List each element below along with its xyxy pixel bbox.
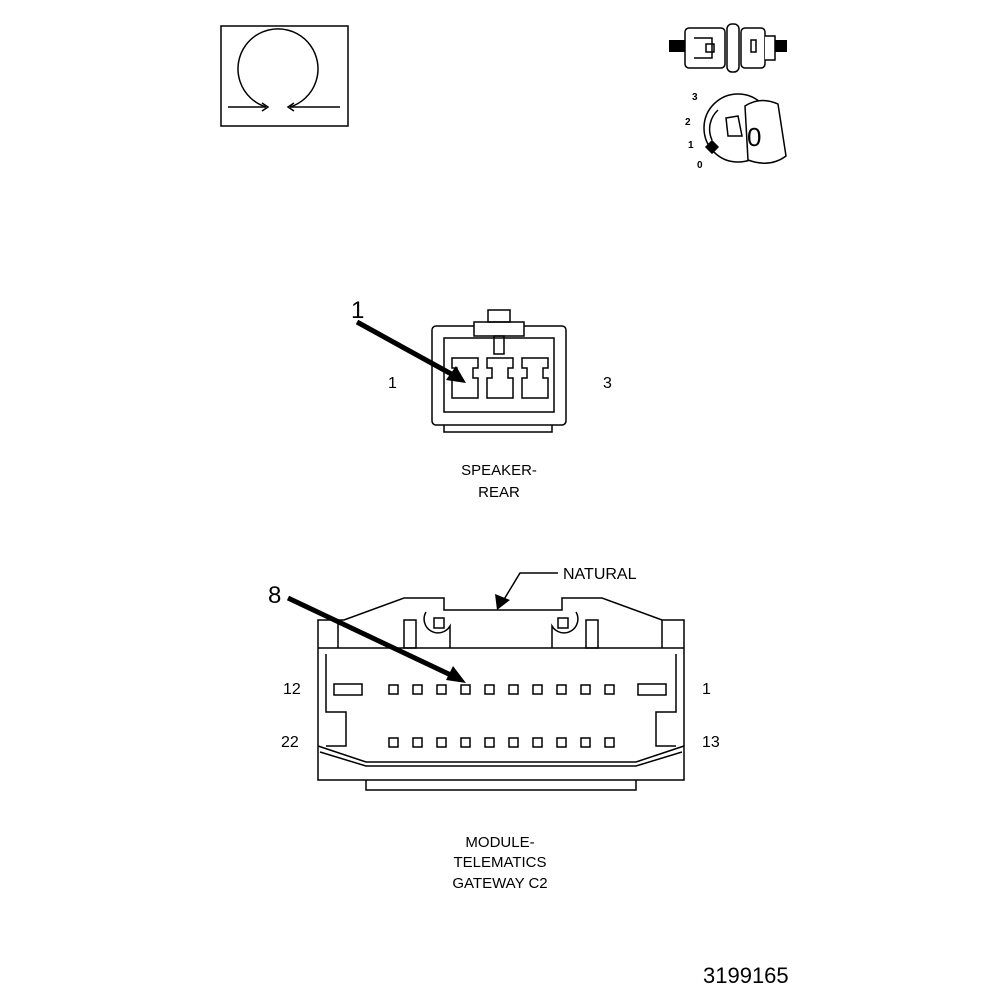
pin-13-label: 13 bbox=[702, 734, 720, 751]
speaker-cavities bbox=[451, 357, 549, 399]
telematics-connector: NATURAL 8 bbox=[268, 566, 720, 892]
ignition-pos-2: 2 bbox=[685, 117, 691, 128]
bottom-row-cavities bbox=[388, 737, 615, 748]
pin-1-label: 1 bbox=[702, 681, 711, 698]
speaker-rear-connector: 1 1 3 SPEAKER- REAR bbox=[351, 297, 612, 501]
pin-12-label: 12 bbox=[283, 681, 301, 698]
telematics-name-line2: TELEMATICS bbox=[453, 854, 546, 871]
speaker-pin-1-label: 1 bbox=[388, 375, 397, 392]
speaker-name-line1: SPEAKER- bbox=[461, 462, 537, 479]
omega-icon bbox=[220, 25, 349, 127]
top-row-cavities bbox=[333, 683, 667, 696]
ignition-pos-0: 0 bbox=[697, 160, 703, 171]
ignition-pos-3: 3 bbox=[692, 92, 698, 103]
ignition-key-icon: 3 2 1 0 0 bbox=[685, 92, 787, 171]
speaker-name-line2: REAR bbox=[478, 484, 520, 501]
ignition-key-label: 0 bbox=[747, 122, 761, 152]
pin-22-label: 22 bbox=[281, 734, 299, 751]
ignition-pos-1: 1 bbox=[688, 140, 694, 151]
telematics-name-line1: MODULE- bbox=[465, 834, 534, 851]
speaker-callout: 1 bbox=[351, 297, 364, 324]
connector-icon bbox=[669, 23, 787, 73]
figure-id: 3199165 bbox=[703, 963, 789, 988]
telematics-name-line3: GATEWAY C2 bbox=[452, 875, 547, 892]
speaker-pin-3-label: 3 bbox=[603, 375, 612, 392]
color-label-natural: NATURAL bbox=[563, 566, 637, 583]
telematics-callout: 8 bbox=[268, 582, 281, 609]
